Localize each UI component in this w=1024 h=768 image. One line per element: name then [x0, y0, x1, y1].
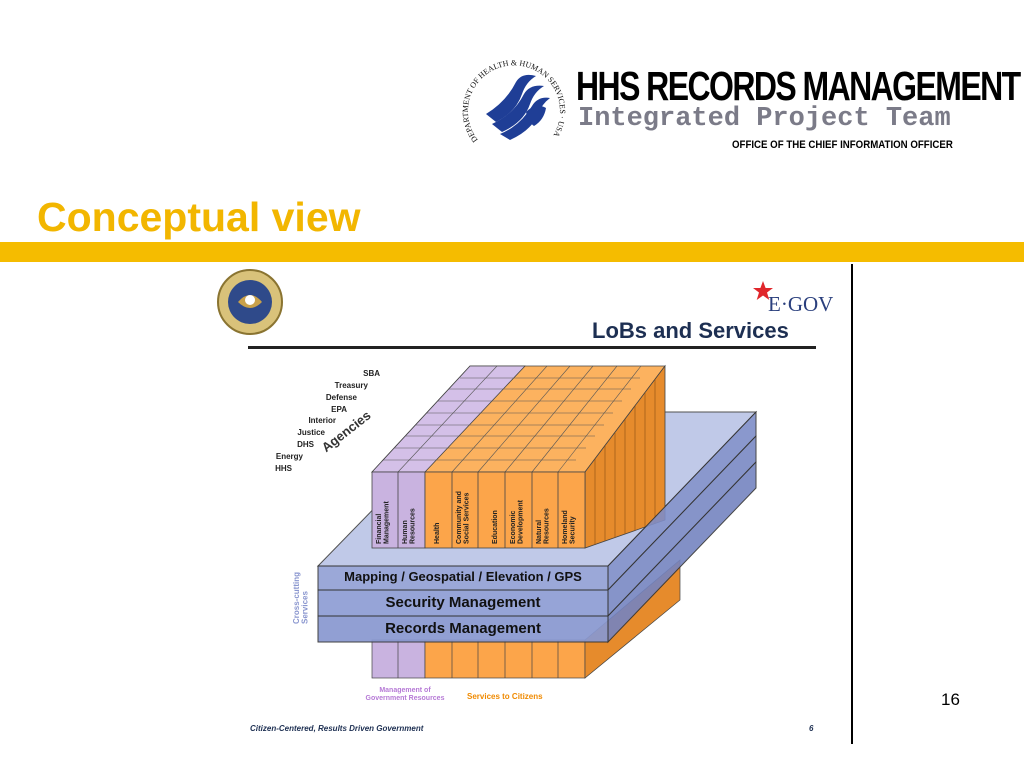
- star-icon: [753, 281, 773, 300]
- lob-label-economic-development: Economic Development: [510, 500, 525, 544]
- agency-label: Treasury: [334, 381, 368, 390]
- diagram-footer-page: 6: [809, 724, 814, 733]
- egov-logo-text: E·GOV: [768, 292, 834, 316]
- slide-title: Conceptual view: [37, 194, 361, 240]
- hhs-seal-logo: DEPARTMENT OF HEALTH & HUMAN SERVICES · …: [461, 58, 567, 144]
- lob-label-health: Health: [434, 522, 441, 544]
- agency-label: Justice: [297, 428, 325, 437]
- agency-label: Interior: [308, 416, 336, 425]
- crosscutting-services-label: Cross-cutting Services: [292, 572, 310, 624]
- agency-label: Defense: [325, 393, 357, 402]
- lob-label-community-social-services: Community and Social Services: [456, 491, 471, 544]
- lob-label-financial-management: Financial Management: [376, 501, 391, 544]
- lob-label-education: Education: [492, 510, 499, 544]
- lobs-and-services-title: LoBs and Services: [592, 318, 789, 343]
- hhs-records-management-title: HHS RECORDS MANAGEMENT: [576, 63, 1021, 109]
- agency-label: SBA: [363, 369, 380, 378]
- agency-label: HHS: [275, 464, 292, 473]
- lobs-3d-diagram: [316, 364, 758, 679]
- integrated-project-team-subtitle: Integrated Project Team: [578, 104, 951, 134]
- page-number: 16: [941, 690, 960, 709]
- diagram-footer-text: Citizen-Centered, Results Driven Governm…: [250, 724, 424, 733]
- agency-label: EPA: [331, 405, 347, 414]
- vertical-divider: [851, 264, 853, 744]
- title-underline-bar: [0, 242, 1024, 262]
- band-label-records-management: Records Management: [385, 620, 541, 637]
- cio-office-label: OFFICE OF THE CHIEF INFORMATION OFFICER: [732, 139, 953, 151]
- management-of-government-resources-label: Management of Government Resources: [365, 687, 445, 702]
- lob-label-natural-resources: Natural Resources: [536, 508, 551, 544]
- services-to-citizens-label: Services to Citizens: [467, 692, 543, 701]
- band-label-mapping: Mapping / Geospatial / Elevation / GPS: [344, 569, 582, 584]
- agency-label: DHS: [297, 440, 314, 449]
- band-label-security-management: Security Management: [385, 594, 541, 611]
- presidential-seal-logo: [217, 269, 283, 335]
- lobs-title-rule: [248, 346, 816, 349]
- agency-label: Energy: [275, 452, 303, 461]
- lob-label-human-resources: Human Resources: [402, 508, 417, 544]
- lob-label-homeland-security: Homeland Security: [562, 510, 577, 544]
